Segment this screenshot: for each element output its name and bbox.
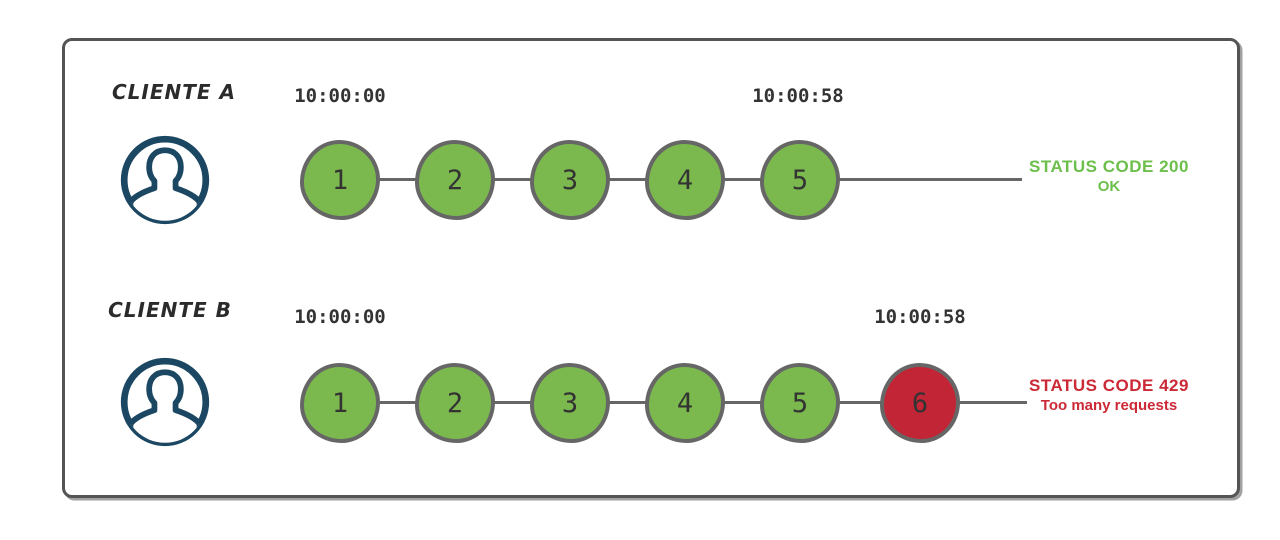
client-b-status: STATUS CODE 429 Too many requests: [1014, 376, 1204, 415]
request-number: 2: [446, 164, 464, 196]
request-number: 3: [561, 164, 579, 196]
request-circle: 5: [760, 140, 840, 220]
client-a-label: CLIENTE A: [111, 80, 236, 104]
client-b-end-time: 10:00:58: [874, 306, 966, 328]
request-number: 2: [446, 387, 464, 419]
request-circle: 4: [645, 140, 725, 220]
client-a-start-time: 10:00:00: [294, 85, 386, 107]
request-circle: 5: [760, 363, 840, 443]
status-message-text: OK: [1097, 177, 1121, 195]
request-number: 6: [911, 387, 929, 419]
client-a-status: STATUS CODE 200 OK: [1014, 157, 1204, 196]
request-circle: 2: [415, 140, 495, 220]
request-number: 1: [331, 164, 349, 196]
request-number: 1: [331, 387, 349, 419]
user-icon: [120, 135, 210, 225]
user-icon: [120, 357, 210, 447]
client-a-end-time: 10:00:58: [752, 85, 844, 107]
request-circle: 1: [300, 363, 380, 443]
request-number: 5: [791, 387, 809, 419]
request-number: 3: [561, 387, 579, 419]
client-b-label: CLIENTE B: [108, 298, 232, 322]
request-circle: 3: [530, 140, 610, 220]
diagram-frame: [62, 38, 1240, 498]
client-b-start-time: 10:00:00: [294, 306, 386, 328]
request-circle: 1: [300, 140, 380, 220]
status-code-text: STATUS CODE 429: [1029, 376, 1189, 395]
request-number: 5: [791, 164, 809, 196]
request-circle: 4: [645, 363, 725, 443]
status-message-text: Too many requests: [1040, 396, 1178, 414]
request-number: 4: [676, 387, 694, 419]
request-circle-blocked: 6: [880, 363, 960, 443]
status-code-text: STATUS CODE 200: [1029, 157, 1189, 176]
request-circle: 2: [415, 363, 495, 443]
request-circle: 3: [530, 363, 610, 443]
request-number: 4: [676, 164, 694, 196]
